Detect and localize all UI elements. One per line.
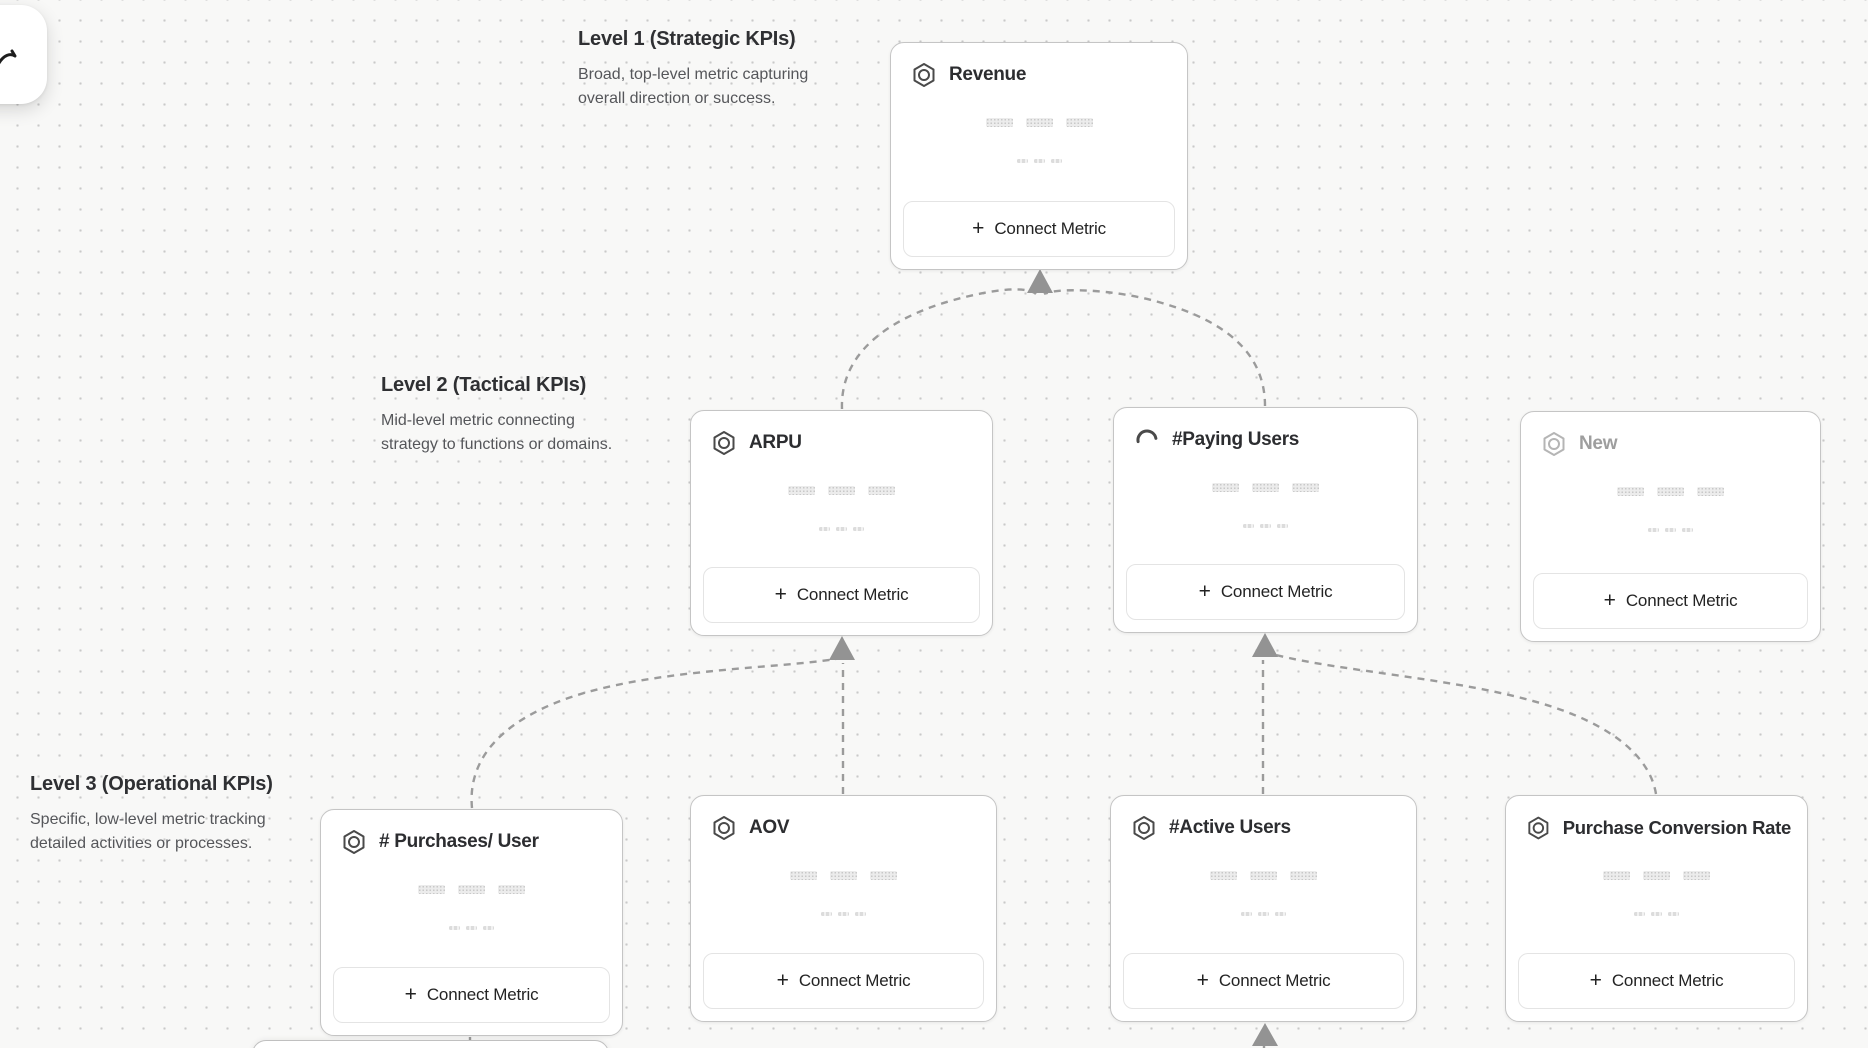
arrowhead-payingusers xyxy=(1252,633,1278,657)
card-header: AOV xyxy=(711,815,980,841)
connect-metric-button[interactable]: + Connect Metric xyxy=(1126,564,1405,620)
arrowhead-arpu xyxy=(829,636,855,660)
plus-icon: + xyxy=(1589,968,1602,992)
plus-icon: + xyxy=(776,968,789,992)
skeleton-row-small xyxy=(1506,912,1807,916)
metric-hexagon-icon xyxy=(1133,816,1155,840)
level-2-desc-line1: Mid-level metric connecting xyxy=(381,412,575,429)
skeleton-row xyxy=(1114,483,1417,492)
toolbar-tile[interactable] xyxy=(0,5,47,104)
connect-metric-button[interactable]: + Connect Metric xyxy=(903,201,1175,257)
connector-pcr-payingusers xyxy=(1275,653,1658,795)
arrowhead-revenue xyxy=(1027,269,1053,293)
plus-icon: + xyxy=(774,582,787,606)
metric-card-new[interactable]: New + Connect Metric xyxy=(1520,411,1821,642)
skeleton-row-small xyxy=(321,926,622,930)
connect-metric-label: Connect Metric xyxy=(1218,971,1331,990)
skeleton-row xyxy=(1506,871,1807,880)
skeleton-row-small xyxy=(691,912,996,916)
metric-hexagon-icon xyxy=(1543,432,1565,456)
connect-metric-button[interactable]: + Connect Metric xyxy=(703,953,984,1009)
connect-metric-button[interactable]: + Connect Metric xyxy=(1123,953,1404,1009)
level-3-desc-line1: Specific, low-level metric tracking xyxy=(30,811,266,828)
level-2-description: Mid-level metric connecting strategy to … xyxy=(381,409,661,457)
connect-metric-label: Connect Metric xyxy=(1625,591,1738,610)
connector-arpu-revenue xyxy=(840,288,1037,410)
connect-metric-button[interactable]: + Connect Metric xyxy=(333,967,610,1023)
connect-metric-button[interactable]: + Connect Metric xyxy=(1518,953,1795,1009)
metric-card-purchases-per-user[interactable]: # Purchases/ User + Connect Metric xyxy=(320,809,623,1036)
card-header: ARPU xyxy=(711,430,976,456)
skeleton-row xyxy=(321,885,622,894)
metric-card-arpu[interactable]: ARPU + Connect Metric xyxy=(690,410,993,636)
connect-metric-label: Connect Metric xyxy=(426,985,539,1004)
metric-card-revenue[interactable]: Revenue + Connect Metric xyxy=(890,42,1188,270)
metric-hexagon-icon xyxy=(713,431,735,455)
level-2-desc-line2: strategy to functions or domains. xyxy=(381,436,613,453)
skeleton-row xyxy=(691,871,996,880)
arrowhead-activeusers xyxy=(1252,1023,1278,1046)
level-1-description: Broad, top-level metric capturing overal… xyxy=(578,63,858,111)
level-2-title: Level 2 (Tactical KPIs) xyxy=(381,374,587,396)
connector-payingusers-revenue xyxy=(1043,289,1267,407)
plus-icon: + xyxy=(1603,588,1616,612)
connect-metric-button[interactable]: + Connect Metric xyxy=(1533,573,1808,629)
card-title: Purchase Conversion Rate xyxy=(1562,817,1792,838)
skeleton-row xyxy=(691,486,992,495)
connector-purchases-arpu xyxy=(470,657,837,809)
card-title: AOV xyxy=(749,817,790,838)
cursor-icon xyxy=(0,49,17,65)
connect-metric-label: Connect Metric xyxy=(796,585,909,604)
connect-metric-label: Connect Metric xyxy=(1611,971,1724,990)
level-3-desc-line2: detailed activities or processes. xyxy=(30,835,253,852)
card-title: #Active Users xyxy=(1169,817,1291,838)
level-3-description: Specific, low-level metric tracking deta… xyxy=(30,808,310,856)
skeleton-row-small xyxy=(891,159,1187,163)
card-title: # Purchases/ User xyxy=(379,831,539,852)
loading-spinner-icon xyxy=(1136,429,1158,444)
connect-metric-button[interactable]: + Connect Metric xyxy=(703,567,980,623)
skeleton-row xyxy=(891,118,1187,127)
level-1-desc-line1: Broad, top-level metric capturing xyxy=(578,66,809,83)
level-1-desc-line2: overall direction or success. xyxy=(578,90,776,107)
metric-hexagon-icon xyxy=(343,830,365,854)
plus-icon: + xyxy=(972,216,985,240)
metric-card-paying-users[interactable]: #Paying Users + Connect Metric xyxy=(1113,407,1418,633)
level-1-title: Level 1 (Strategic KPIs) xyxy=(578,28,796,50)
level-1-label: Level 1 (Strategic KPIs) Broad, top-leve… xyxy=(578,28,858,111)
metric-card-active-users[interactable]: #Active Users + Connect Metric xyxy=(1110,795,1417,1022)
card-header: Revenue xyxy=(911,62,1171,88)
metric-card-aov[interactable]: AOV + Connect Metric xyxy=(690,795,997,1022)
metric-hexagon-icon xyxy=(713,816,735,840)
plus-icon: + xyxy=(1196,968,1209,992)
metric-card-purchase-conversion-rate[interactable]: Purchase Conversion Rate + Connect Metri… xyxy=(1505,795,1808,1022)
skeleton-row-small xyxy=(691,527,992,531)
metric-hexagon-icon xyxy=(1528,816,1549,840)
level-3-title: Level 3 (Operational KPIs) xyxy=(30,773,273,795)
card-header: # Purchases/ User xyxy=(341,829,606,855)
plus-icon: + xyxy=(404,982,417,1006)
card-header: #Paying Users xyxy=(1134,427,1401,453)
level-3-label: Level 3 (Operational KPIs) Specific, low… xyxy=(30,773,310,856)
card-title: ARPU xyxy=(749,432,802,453)
card-header: New xyxy=(1541,431,1804,457)
metric-card-partial-bottom[interactable] xyxy=(252,1040,609,1048)
card-title: #Paying Users xyxy=(1172,429,1300,450)
card-title: Revenue xyxy=(949,64,1027,85)
skeleton-row-small xyxy=(1111,912,1416,916)
metric-hexagon-icon xyxy=(913,63,935,87)
connect-metric-label: Connect Metric xyxy=(994,219,1106,238)
skeleton-row-small xyxy=(1114,524,1417,528)
skeleton-row xyxy=(1111,871,1416,880)
card-title: New xyxy=(1579,433,1618,454)
connect-metric-label: Connect Metric xyxy=(798,971,911,990)
level-2-label: Level 2 (Tactical KPIs) Mid-level metric… xyxy=(381,374,661,457)
card-header: #Active Users xyxy=(1131,815,1400,841)
card-header: Purchase Conversion Rate xyxy=(1526,815,1791,841)
connect-metric-label: Connect Metric xyxy=(1220,582,1333,601)
skeleton-row xyxy=(1521,487,1820,496)
skeleton-row-small xyxy=(1521,528,1820,532)
plus-icon: + xyxy=(1198,579,1211,603)
